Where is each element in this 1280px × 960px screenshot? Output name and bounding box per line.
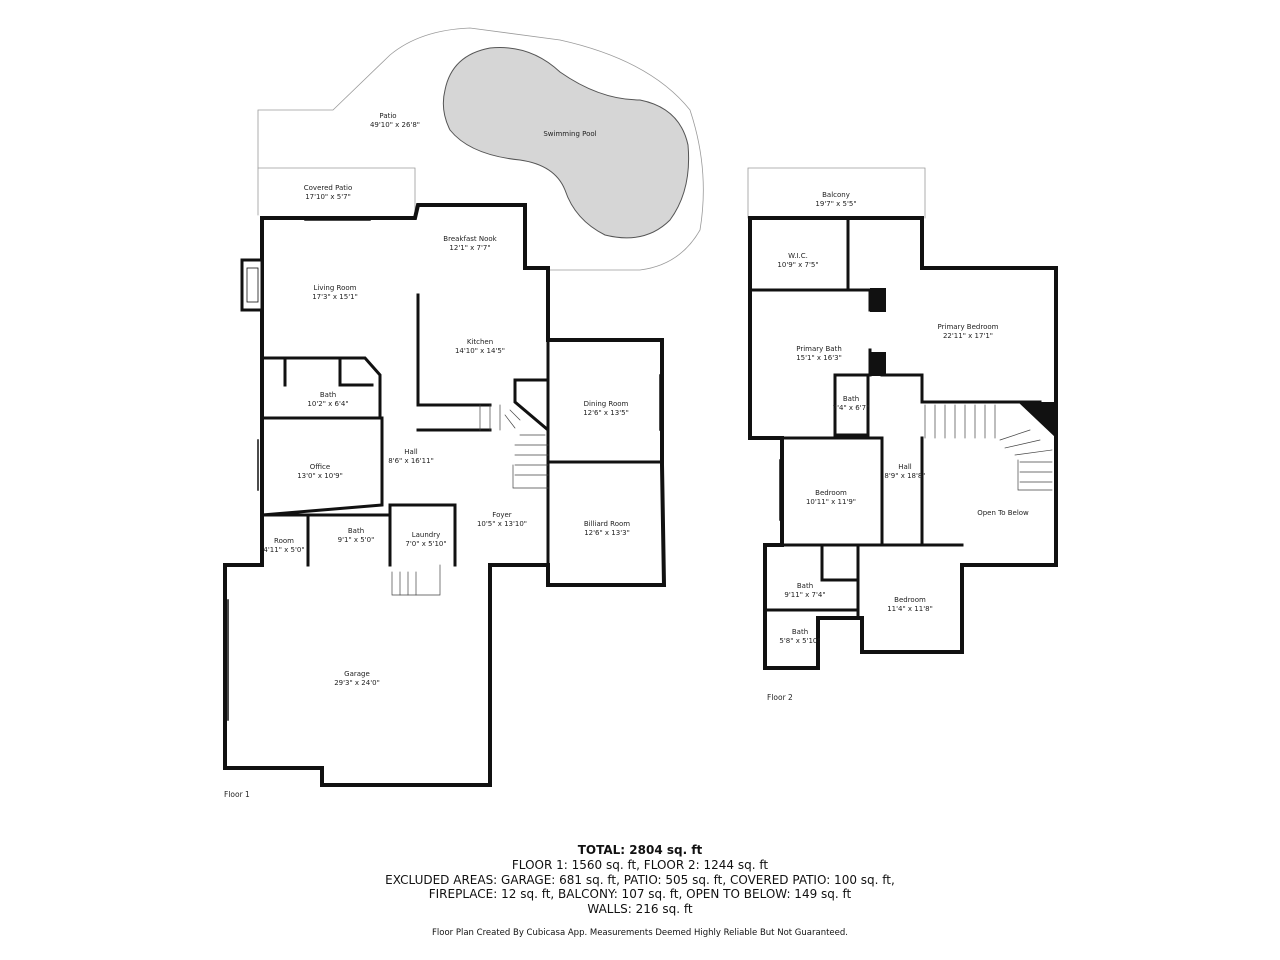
- floor2-stairs: [924, 404, 1053, 491]
- dims-hall-2: 8'9" x 18'8": [884, 472, 925, 480]
- dims-bath-4: 5'8" x 5'10": [779, 637, 820, 645]
- dims-bath-3: 9'11" x 7'4": [784, 591, 825, 599]
- label-foyer: Foyer: [492, 511, 512, 519]
- label-patio: Patio: [379, 112, 396, 120]
- floor-2-label: Floor 2: [767, 693, 793, 702]
- dims-garage: 29'3" x 24'0": [334, 679, 380, 687]
- patio-outline: [257, 27, 704, 271]
- floor2-column-b: [870, 352, 886, 376]
- label-room: Room: [274, 537, 294, 545]
- floor-plan: Patio 49'10" x 26'8" Swimming Pool Cover…: [223, 27, 1058, 799]
- floor-2-plan: [747, 167, 1058, 670]
- summary-details: FLOOR 1: 1560 sq. ft, FLOOR 2: 1244 sq. …: [0, 858, 1280, 916]
- label-wic: W.I.C.: [788, 252, 808, 260]
- credit-note: Floor Plan Created By Cubicasa App. Meas…: [432, 928, 848, 938]
- dims-bedroom-1: 10'11" x 11'9": [806, 498, 856, 506]
- dims-room: 4'11" x 5'0": [263, 546, 304, 554]
- floor1-stairs: [391, 404, 549, 596]
- floor-1-plan: [223, 27, 704, 787]
- summary-total: TOTAL: 2804 sq. ft: [577, 843, 703, 857]
- floor2-windows: [749, 217, 1057, 669]
- label-breakfast-nook: Breakfast Nook: [443, 235, 497, 243]
- dims-bath-2: 9'1" x 5'0": [338, 536, 375, 544]
- label-dining-room: Dining Room: [584, 400, 629, 408]
- floor1-exterior-walls: [223, 203, 667, 787]
- label-office: Office: [310, 463, 330, 471]
- dims-balcony: 19'7" x 5'5": [815, 200, 856, 208]
- label-bath-4: Bath: [792, 628, 808, 636]
- label-kitchen: Kitchen: [467, 338, 493, 346]
- label-bath-3: Bath: [797, 582, 813, 590]
- label-covered-patio: Covered Patio: [304, 184, 353, 192]
- label-primary-bath: Primary Bath: [796, 345, 842, 353]
- summary-line: WALLS: 216 sq. ft: [587, 901, 693, 916]
- dims-primary-bath: 15'1" x 16'3": [796, 354, 842, 362]
- floor1-windows: [227, 204, 661, 786]
- balcony-outline: [747, 167, 926, 219]
- label-hall-1: Hall: [404, 448, 417, 456]
- label-billiard-room: Billiard Room: [584, 520, 630, 528]
- covered-patio-outline: [257, 167, 416, 216]
- summary-line: EXCLUDED AREAS: GARAGE: 681 sq. ft, PATI…: [385, 872, 895, 887]
- label-laundry: Laundry: [412, 531, 441, 539]
- label-bath-1: Bath: [320, 391, 336, 399]
- label-bedroom-2: Bedroom: [894, 596, 926, 604]
- dims-covered-patio: 17'10" x 5'7": [305, 193, 351, 201]
- dims-living-room: 17'3" x 15'1": [312, 293, 358, 301]
- dims-primary-bedroom: 22'11" x 17'1": [943, 332, 993, 340]
- floor2-interior-walls: [748, 216, 1042, 620]
- dims-bath-small: 7'4" x 6'7": [833, 404, 870, 412]
- floor2-column-a: [870, 288, 886, 312]
- dims-wic: 10'9" x 7'5": [777, 261, 818, 269]
- floor1-interior-walls: [260, 293, 664, 567]
- floor-1-label: Floor 1: [224, 790, 250, 799]
- label-bath-2: Bath: [348, 527, 364, 535]
- dims-bedroom-2: 11'4" x 11'8": [887, 605, 933, 613]
- dims-billiard-room: 12'6" x 13'3": [584, 529, 630, 537]
- label-bedroom-1: Bedroom: [815, 489, 847, 497]
- dims-patio: 49'10" x 26'8": [370, 121, 420, 129]
- dims-kitchen: 14'10" x 14'5": [455, 347, 505, 355]
- label-balcony: Balcony: [822, 191, 850, 199]
- dims-hall-1: 8'6" x 16'11": [388, 457, 434, 465]
- dims-foyer: 10'5" x 13'10": [477, 520, 527, 528]
- fireplace-inner: [246, 267, 259, 303]
- label-living-room: Living Room: [314, 284, 357, 292]
- room-labels: Patio 49'10" x 26'8" Swimming Pool Cover…: [263, 112, 1029, 687]
- floor2-corner-fill: [1018, 402, 1056, 438]
- label-garage: Garage: [344, 670, 370, 678]
- label-pool: Swimming Pool: [543, 130, 596, 138]
- pool-shape: [442, 47, 690, 239]
- dims-dining-room: 12'6" x 13'5": [583, 409, 629, 417]
- dims-office: 13'0" x 10'9": [297, 472, 343, 480]
- dims-bath-1: 10'2" x 6'4": [307, 400, 348, 408]
- label-hall-2: Hall: [898, 463, 911, 471]
- summary-line: FLOOR 1: 1560 sq. ft, FLOOR 2: 1244 sq. …: [511, 858, 769, 872]
- dims-breakfast-nook: 12'1" x 7'7": [449, 244, 490, 252]
- summary-line: FIREPLACE: 12 sq. ft, BALCONY: 107 sq. f…: [428, 887, 852, 901]
- dims-laundry: 7'0" x 5'10": [405, 540, 446, 548]
- label-primary-bedroom: Primary Bedroom: [938, 323, 999, 331]
- label-open-to-below: Open To Below: [977, 509, 1029, 517]
- label-bath-small: Bath: [843, 395, 859, 403]
